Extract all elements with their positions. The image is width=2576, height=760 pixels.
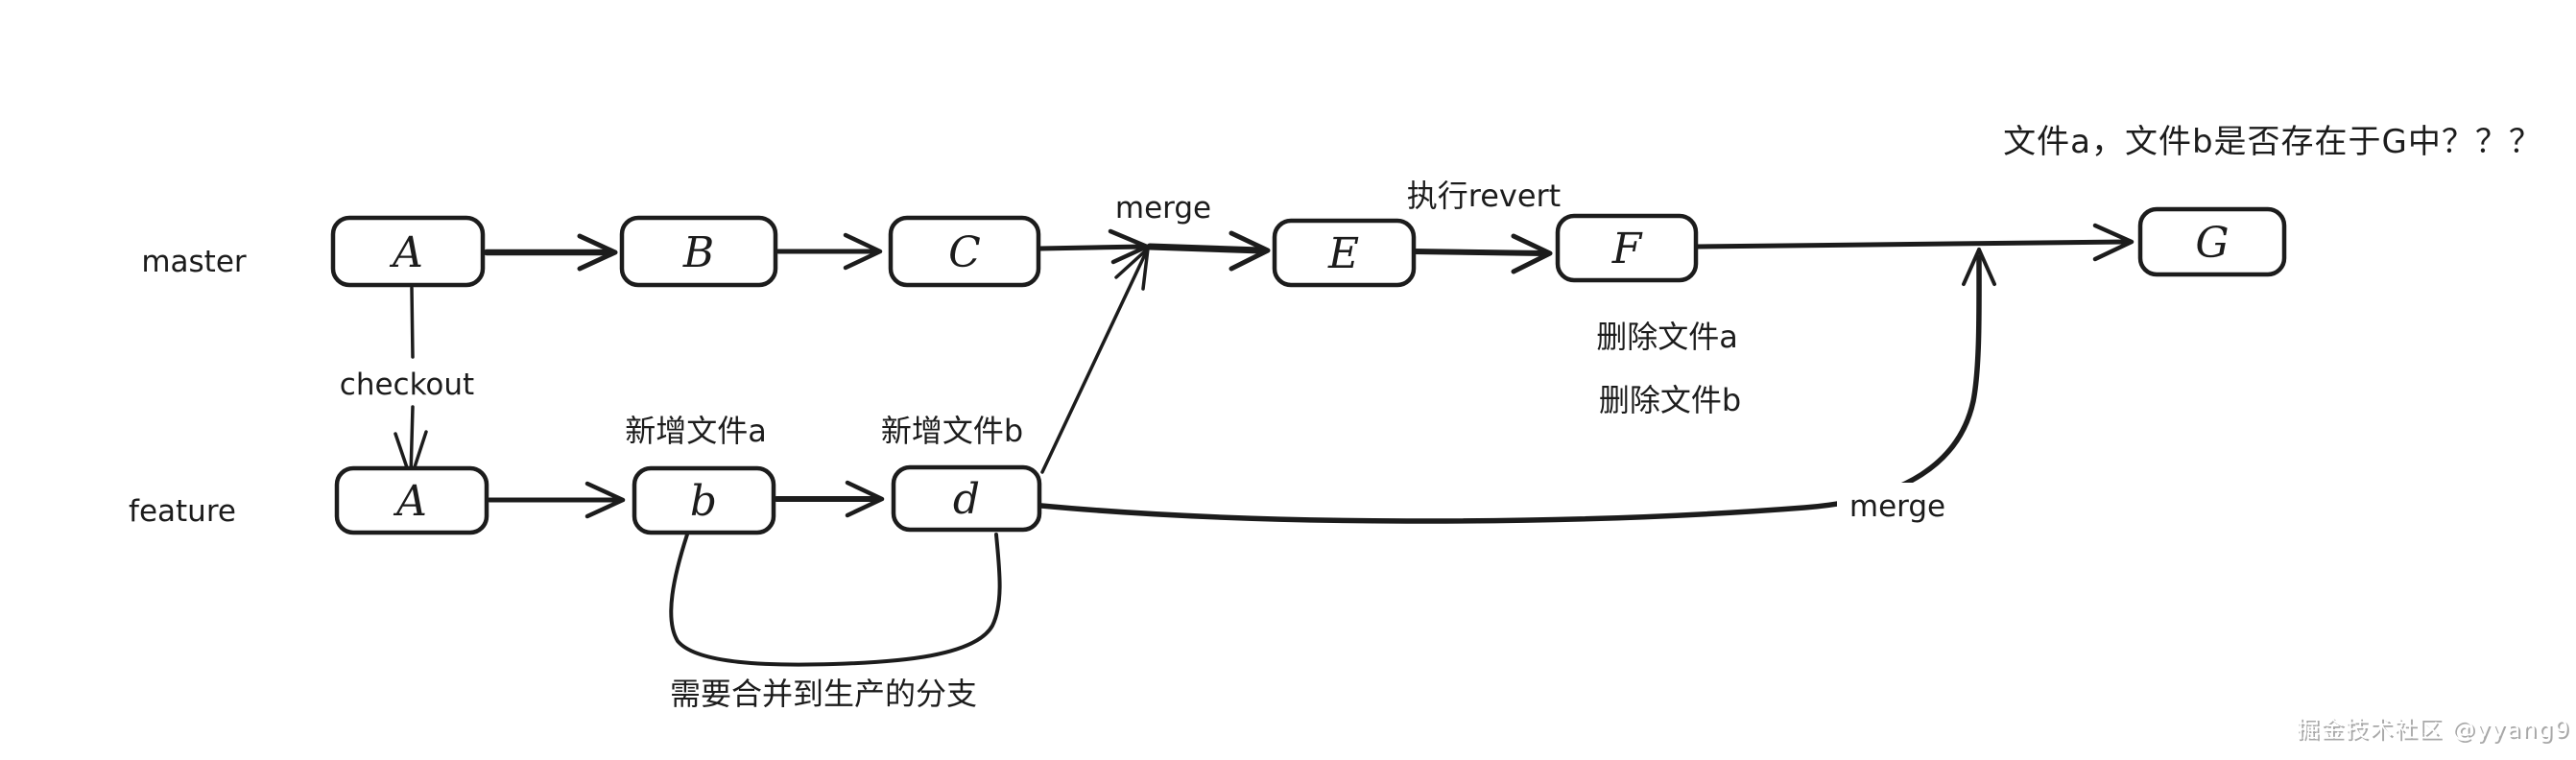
arrow-d-to-merge-point [1040, 247, 1150, 474]
commit-node-master-c: C [888, 215, 1041, 288]
question-note: 文件a，文件b是否存在于G中？？？ [2003, 123, 2542, 161]
watermark: 掘金技术社区 @yyang9 [2297, 716, 2570, 743]
add-file-b-note: 新增文件b [881, 413, 1023, 449]
arrow-a-to-b [483, 233, 618, 272]
arrow-e-to-f [1410, 233, 1553, 274]
commit-node-master-a: A [330, 215, 486, 288]
merge-into-g-label: merge [1849, 489, 1945, 524]
commit-node-master-g: G [2137, 206, 2287, 277]
arrow-c-to-merge-point [1038, 228, 1150, 265]
checkout-label: checkout [340, 368, 474, 402]
revert-label: 执行revert [1407, 178, 1561, 214]
branch-note-label: 需要合并到生产的分支 [670, 676, 977, 712]
arrow-d-merge-to-g [1038, 248, 1996, 524]
arrow-merge-point-to-e [1146, 230, 1271, 272]
arrow-b-to-d [774, 480, 885, 518]
commit-letter: E [1327, 229, 1359, 278]
merge-into-master-label: merge [1115, 191, 1211, 226]
branch-label-feature: feature [129, 494, 236, 529]
commit-letter: G [2195, 219, 2229, 268]
arrow-a2-to-b [487, 481, 626, 519]
commit-letter: B [682, 228, 714, 277]
commit-node-feature-a: A [334, 465, 489, 535]
watermark-shadow: 掘金技术社区 @yyang9 [2299, 718, 2572, 745]
commit-node-feature-d: d [891, 464, 1042, 533]
commit-node-feature-b: b [632, 465, 776, 535]
add-file-a-note: 新增文件a [625, 413, 767, 449]
branch-label-master: master [141, 245, 247, 279]
commit-letter: d [953, 475, 980, 524]
commit-node-master-e: E [1272, 218, 1417, 288]
commit-letter: A [389, 228, 423, 277]
commit-letter: C [948, 228, 981, 277]
arrow-b-to-c [775, 232, 883, 271]
commit-letter: A [393, 477, 427, 526]
commit-letter: F [1611, 225, 1643, 273]
delete-file-b-note: 删除文件b [1599, 382, 1741, 418]
arrow-f-to-g [1695, 223, 2135, 262]
branch-note-loop [669, 533, 1002, 667]
delete-file-a-note: 删除文件a [1596, 319, 1738, 355]
commit-letter: b [690, 477, 717, 526]
commit-node-master-b: B [619, 215, 778, 288]
merge-label-mask [1837, 483, 1958, 529]
commit-node-master-f: F [1555, 213, 1699, 283]
